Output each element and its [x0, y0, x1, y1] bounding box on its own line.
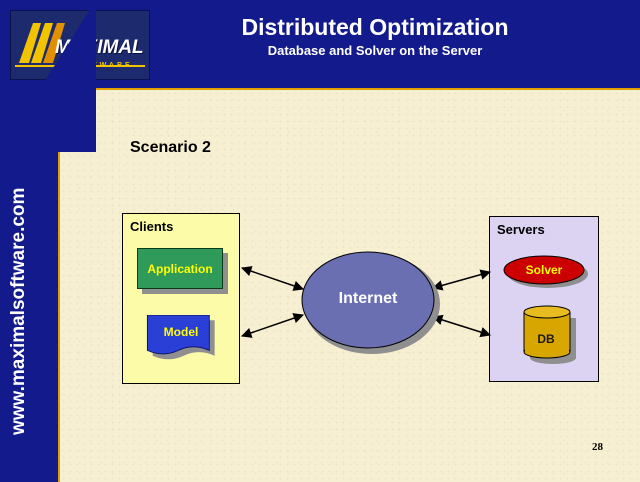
arrow-application-internet: [241, 266, 304, 291]
corner-accent: [0, 0, 96, 152]
db-cylinder-icon: [523, 305, 576, 364]
logo-subtext: SOFTWARE: [69, 62, 133, 69]
servers-label: Servers: [497, 222, 545, 237]
page-number: 28: [592, 441, 603, 453]
application-label: Application: [147, 261, 213, 276]
arrow-internet-solver: [431, 269, 492, 291]
arrow-internet-db: [431, 314, 492, 338]
model-document-node: [146, 315, 215, 360]
application-node: Application: [137, 248, 223, 289]
slide-title: Distributed Optimization: [241, 14, 509, 40]
arrow-model-internet: [241, 313, 304, 338]
solver-label: Solver: [525, 263, 563, 277]
internet-node: [301, 251, 440, 354]
internet-label: Internet: [338, 290, 398, 307]
solver-node: [503, 255, 588, 288]
clients-label: Clients: [130, 219, 174, 234]
model-label: Model: [163, 325, 199, 339]
db-label: DB: [537, 332, 555, 346]
scenario-heading: Scenario 2: [130, 139, 211, 156]
slide-subtitle: Database and Solver on the Server: [267, 43, 483, 58]
